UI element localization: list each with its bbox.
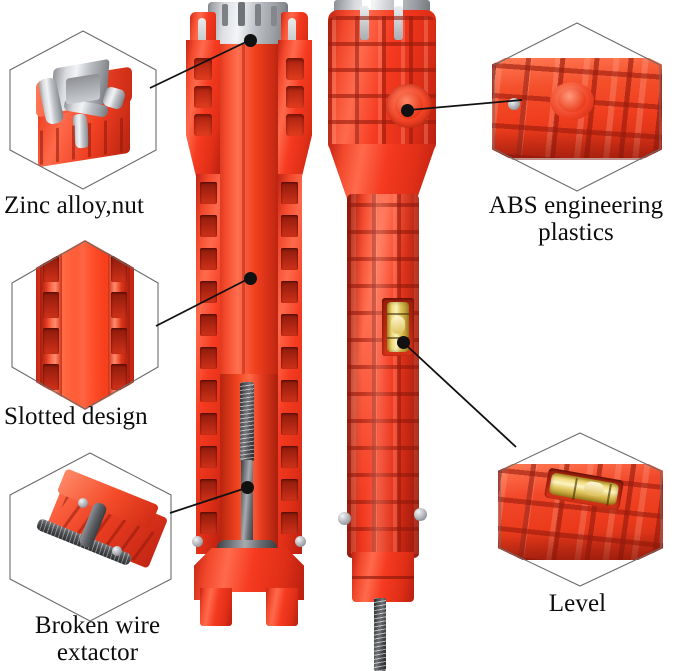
label-abs-engineering-plastics: ABS engineering plastics xyxy=(488,192,664,246)
leader-dot-level xyxy=(397,336,410,349)
inner-barrel xyxy=(214,44,284,374)
slot-center-highlight xyxy=(66,240,104,410)
leader-dot-abs xyxy=(401,104,414,117)
shaft-slot xyxy=(200,446,217,468)
head-prong-right-slot xyxy=(288,18,296,52)
level-shade-bottom xyxy=(498,532,663,560)
slot-window xyxy=(43,328,59,354)
extractor-threaded-rod xyxy=(240,382,254,462)
hex-detail-level xyxy=(498,432,663,587)
leader-dot-broken xyxy=(241,481,254,494)
tool-left-cutaway xyxy=(186,0,312,630)
shaft-slot xyxy=(281,281,298,303)
shaft-slot xyxy=(200,479,217,501)
nut-slot xyxy=(255,4,261,26)
nut-cavity xyxy=(66,73,100,105)
shoulder-rib xyxy=(286,86,304,108)
extractor-shank xyxy=(241,460,253,546)
shaft-slot xyxy=(200,281,217,303)
inner-barrel-seam xyxy=(242,44,245,374)
shaft-slot xyxy=(200,413,217,435)
extractor-thread-lines xyxy=(240,382,254,462)
shaft-slot xyxy=(200,512,217,534)
hex-detail-abs-plastics xyxy=(492,22,662,192)
side-screw-right xyxy=(414,508,427,521)
hex-detail-zinc-alloy-nut xyxy=(8,30,158,190)
shaft-slot xyxy=(200,347,217,369)
leader-dot-zinc xyxy=(244,34,257,47)
label-slotted-design: Slotted design xyxy=(4,403,148,430)
neck-taper xyxy=(328,144,436,200)
shaft-slot xyxy=(281,215,298,237)
shaft-slot xyxy=(281,248,298,270)
shaft-slot xyxy=(281,380,298,402)
slot-window xyxy=(111,328,127,354)
shaft-slot xyxy=(281,314,298,336)
shoulder-rib xyxy=(194,58,212,80)
waffle-texture-upper xyxy=(328,16,436,150)
side-screw-right xyxy=(295,536,306,547)
nut-slot xyxy=(222,4,228,26)
shoulder-rib xyxy=(194,86,212,108)
shaft-slot xyxy=(200,182,217,204)
shoulder-rib xyxy=(194,114,212,136)
label-broken-wire-extactor: Broken wire extactor xyxy=(34,612,161,666)
shaft-slot xyxy=(200,314,217,336)
hex-detail-broken-wire-extactor xyxy=(8,452,173,622)
level-vial-mark xyxy=(387,313,409,315)
bottom-leg-left xyxy=(200,588,232,626)
abs-boss-inner xyxy=(558,88,586,112)
base-cap-line xyxy=(352,576,414,579)
shaft-slot xyxy=(281,182,298,204)
shoulder-rib xyxy=(286,114,304,136)
hex-detail-slotted-design xyxy=(10,240,160,410)
slot-window xyxy=(43,364,59,390)
shaft-slot xyxy=(281,446,298,468)
abs-shade-bottom xyxy=(492,130,662,160)
shaft-slot xyxy=(200,248,217,270)
slot-window xyxy=(43,292,59,318)
shaft-slot xyxy=(281,347,298,369)
extractor-screw xyxy=(78,498,88,508)
protruding-rod-threads xyxy=(374,598,386,671)
head-prong-left-slot xyxy=(198,18,206,52)
leader-dot-slotted xyxy=(244,272,257,285)
shaft-slot xyxy=(281,512,298,534)
tool-right-assembled xyxy=(316,0,444,671)
shaft-slot xyxy=(281,413,298,435)
nut-slot xyxy=(238,2,245,26)
grip-barrel-shading xyxy=(347,194,419,558)
protruding-threaded-rod xyxy=(374,598,386,671)
extractor-screw xyxy=(112,546,122,556)
side-screw-left xyxy=(338,512,351,525)
shaft-slot xyxy=(281,479,298,501)
nut-slot xyxy=(271,6,277,26)
bottom-fork-gap xyxy=(230,592,266,628)
slot-window xyxy=(43,256,59,282)
shaft-slot xyxy=(200,215,217,237)
shoulder-rib xyxy=(286,58,304,80)
side-screw-left xyxy=(192,536,203,547)
label-zinc-alloy-nut: Zinc alloy,nut xyxy=(4,192,145,219)
slot-window xyxy=(111,292,127,318)
abs-pin xyxy=(508,98,520,110)
label-level: Level xyxy=(548,590,607,617)
bottom-leg-right xyxy=(266,588,298,626)
level-vial-bubble xyxy=(391,316,405,334)
slot-window xyxy=(111,364,127,390)
slot-window xyxy=(111,256,127,282)
shaft-slot xyxy=(200,380,217,402)
